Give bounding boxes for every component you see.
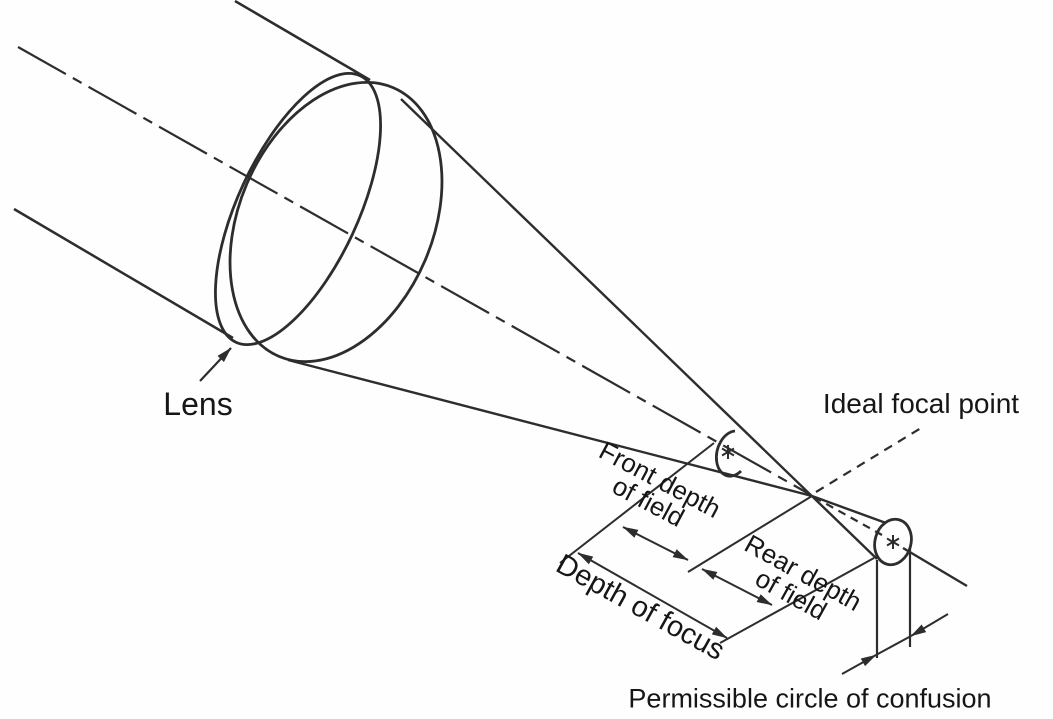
confusion-diameter-dimension xyxy=(841,613,949,675)
front-focus-asterisk xyxy=(721,445,735,459)
confusion-diameter-projection-lines xyxy=(875,548,912,658)
lens-pointer-arrow xyxy=(199,347,232,382)
ideal-focal-point-leader-dashed xyxy=(815,427,922,493)
lens-disc xyxy=(214,71,444,364)
light-beam-cylinder xyxy=(13,0,371,340)
dimension-arrows xyxy=(577,526,773,639)
optical-axis-centerline xyxy=(17,46,812,496)
beam-top-edge-line xyxy=(234,0,371,82)
permissible-circle-label: Permissible circle of confusion xyxy=(628,683,992,714)
lower-marginal-ray xyxy=(287,358,887,525)
lens-back-ellipse xyxy=(214,71,382,347)
lens-label: Lens xyxy=(163,386,233,422)
front-circle-of-confusion xyxy=(715,429,742,478)
rear-focus-asterisk xyxy=(886,535,900,549)
axis-dashed-past-focus xyxy=(813,496,883,536)
front-plane-extension-line xyxy=(559,442,715,564)
beam-bottom-edge-line xyxy=(13,207,234,340)
lens-front-ellipse xyxy=(228,80,444,364)
axis-solid-after-rear-circle xyxy=(902,546,968,588)
upper-marginal-ray xyxy=(400,98,878,560)
rear-plane-extension-line xyxy=(719,557,875,644)
rear-circle-of-confusion xyxy=(873,517,913,567)
ideal-focal-point-label: Ideal focal point xyxy=(822,388,1020,419)
depth-of-focus-dimension-arrow xyxy=(577,552,728,639)
